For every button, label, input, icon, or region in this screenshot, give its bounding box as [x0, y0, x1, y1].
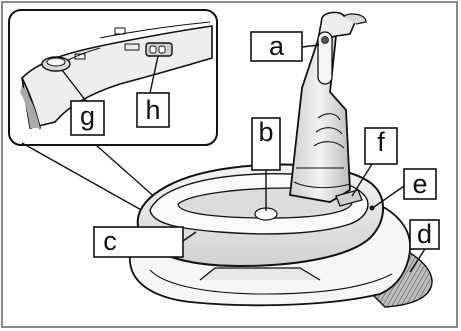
callout-line [22, 143, 152, 216]
callout-line [96, 145, 158, 200]
label-c: c [94, 226, 183, 257]
svg-text:e: e [412, 169, 427, 199]
svg-text:c: c [103, 226, 117, 256]
svg-text:f: f [377, 127, 385, 157]
label-d: d [410, 219, 439, 249]
detail-inset [9, 10, 217, 145]
svg-text:b: b [258, 117, 273, 147]
svg-text:g: g [80, 101, 95, 131]
indicator-light-icon [370, 206, 375, 211]
svg-text:h: h [145, 95, 160, 125]
label-g: g [71, 101, 104, 135]
label-a: a [251, 31, 302, 61]
label-b: b [252, 117, 280, 170]
svg-text:d: d [417, 219, 432, 249]
svg-text:a: a [269, 31, 285, 61]
label-f: f [365, 127, 397, 164]
label-e: e [404, 169, 436, 199]
label-h: h [137, 93, 169, 127]
